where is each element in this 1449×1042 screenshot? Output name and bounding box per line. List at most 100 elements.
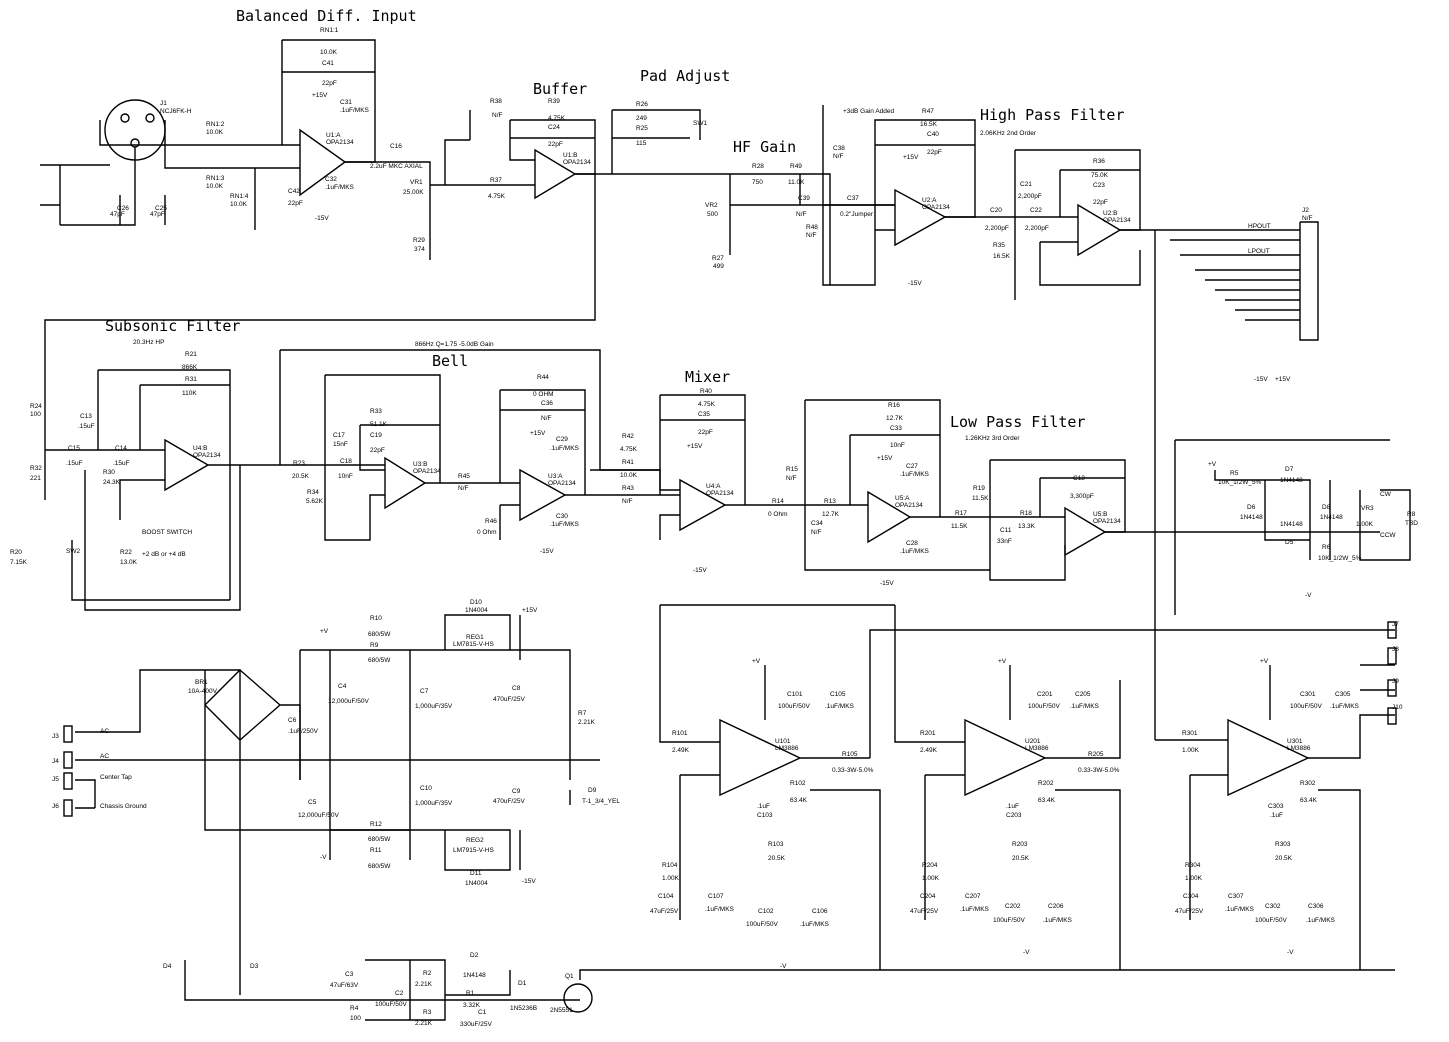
label-r24-value: 100 [30, 411, 41, 418]
label-c14-value: .15uF [113, 460, 130, 467]
opamp-u2b [1077, 203, 1122, 257]
label-c35-value: 22pF [698, 429, 713, 436]
label-c8-value: 470uF/25V [493, 696, 525, 703]
label-r14-value: 0 Ohm [768, 511, 788, 518]
label-u3b: U3:B [413, 461, 427, 468]
label-c15: C15 [68, 445, 80, 452]
label-u1a-value: OPA2134 [326, 139, 354, 146]
label-sw1: SW1 [693, 120, 707, 127]
label-r28-value: 750 [752, 179, 763, 186]
label-r33-value: 51.1K [370, 421, 388, 428]
label-c5-value: 12,000uF/50V [298, 812, 340, 819]
label-r201: R201 [920, 730, 936, 737]
label-c16-value: 2.2uF MKC AXIAL [370, 163, 423, 170]
label-c29-value: .1uF/MKS [550, 445, 580, 452]
title-subsonic: Subsonic Filter [105, 317, 240, 335]
rail-posv-limit: +V [1208, 461, 1217, 468]
label-r302-value: 63.4K [1300, 797, 1318, 804]
label-c305-value: .1uF/MKS [1330, 703, 1360, 710]
label-j5: J5 [52, 776, 59, 783]
note-boost-switch: BOOST SWITCH [142, 529, 192, 536]
label-rn1-3-value: 10.0K [206, 183, 224, 190]
label-r49-value: 11.0K [788, 179, 805, 186]
title-buffer: Buffer [533, 80, 587, 98]
label-r18: R18 [1020, 510, 1032, 517]
rail-negv-amp2: -V [1023, 949, 1030, 956]
label-r12-value: 680/5W [368, 836, 391, 843]
rail-negv-amp1: -V [780, 963, 787, 970]
transistor-q1 [563, 983, 593, 1013]
label-c201-value: 100uF/50V [1028, 703, 1060, 710]
label-r29: R29 [413, 237, 425, 244]
label-c305: C305 [1335, 691, 1351, 698]
label-rn1-1: RN1:1 [320, 27, 339, 34]
label-c40-value: 22pF [927, 149, 942, 156]
label-q1-value: 2N5551 [550, 1007, 573, 1014]
label-c29: C29 [556, 436, 568, 443]
connector-j4 [63, 751, 73, 769]
label-c101: C101 [787, 691, 803, 698]
connector-j8 [1387, 647, 1397, 665]
label-ccw: CCW [1380, 532, 1396, 539]
label-c104-value: 47uF/25V [650, 908, 679, 915]
label-u5a-value: OPA2134 [895, 502, 923, 509]
connector-j10 [1387, 707, 1397, 725]
label-c12: C12 [1073, 475, 1085, 482]
title-low-pass: Low Pass Filter [950, 413, 1085, 431]
label-c101-value: 100uF/50V [778, 703, 810, 710]
label-u3a: U3:A [548, 473, 563, 480]
label-u4a: U4:A [706, 483, 721, 490]
label-d9-value: T-1_3/4_YEL [582, 798, 620, 805]
label-r25: R25 [636, 125, 648, 132]
label-r201-value: 2.49K [920, 747, 938, 754]
connectors [63, 621, 1397, 1013]
label-r7-value: 2.21K [578, 719, 596, 726]
rail-posv-amp1: +V [752, 658, 761, 665]
label-c7: C7 [420, 688, 429, 695]
label-r45-value: N/F [458, 485, 469, 492]
opamp-u201 [964, 718, 1047, 797]
label-c102: C102 [758, 908, 774, 915]
label-r21-value: 866K [182, 364, 198, 371]
label-c103-value: .1uF [757, 803, 770, 810]
label-d7: D7 [1285, 466, 1294, 473]
label-j2: J2 [1302, 207, 1309, 214]
label-r104-value: 1.00K [662, 875, 680, 882]
label-r46: R46 [485, 518, 497, 525]
label-c302-value: 100uF/50V [1255, 917, 1287, 924]
title-high-pass: High Pass Filter [980, 106, 1125, 124]
label-c6: C6 [288, 717, 297, 724]
label-c304: C304 [1183, 893, 1199, 900]
label-u101-value: LM3886 [775, 745, 799, 752]
label-r9-value: 680/5W [368, 657, 391, 664]
label-reg1-value: LM7815-V-HS [453, 641, 494, 648]
label-r103-value: 20.5K [768, 855, 786, 862]
label-c18: C18 [340, 458, 352, 465]
label-r24: R24 [30, 403, 42, 410]
label-c1-value: 330uF/25V [460, 1021, 492, 1028]
label-u201-value: LM3886 [1025, 745, 1049, 752]
label-r105: R105 [842, 751, 858, 758]
label-r5: R5 [1230, 470, 1239, 477]
label-c19-value: 22pF [370, 447, 385, 454]
rail-pos15-psu: +15V [522, 607, 538, 614]
label-r4-value: 100 [350, 1015, 361, 1022]
label-r3-value: 2.21K [415, 1020, 433, 1027]
note-boost-options: +2 dB or +4 dB [142, 551, 186, 558]
label-chassis-ground: Chassis Ground [100, 803, 147, 810]
label-d3: D3 [250, 963, 259, 970]
opamps [164, 128, 1310, 797]
label-c207: C207 [965, 893, 981, 900]
label-c104: C104 [658, 893, 674, 900]
label-c3: C3 [345, 971, 354, 978]
label-c33-value: 10nF [890, 442, 905, 449]
label-c10-value: 1,000uF/35V [415, 800, 453, 807]
label-r10: R10 [370, 615, 382, 622]
label-c13-value: .15uF [78, 423, 95, 430]
label-r11: R11 [370, 847, 382, 854]
label-r49: R49 [790, 163, 802, 170]
label-c106: C106 [812, 908, 828, 915]
label-j1-value: NCJ6FK-H [160, 108, 192, 115]
label-u2b-value: OPA2134 [1103, 217, 1131, 224]
